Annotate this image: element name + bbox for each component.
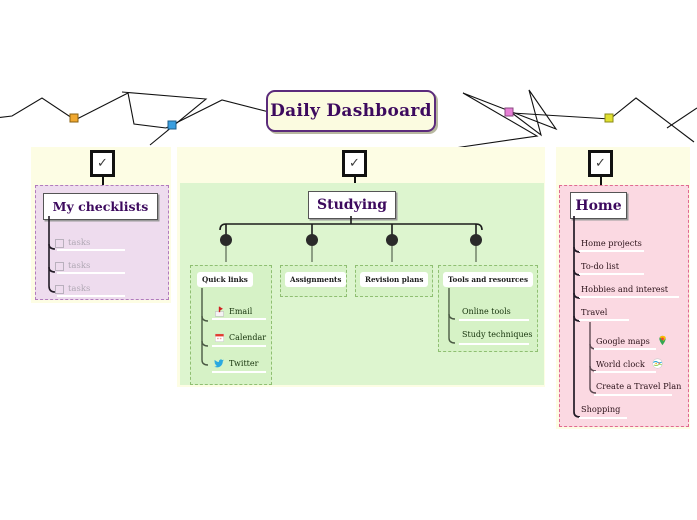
list-item-label: Twitter <box>229 359 259 368</box>
node-studying[interactable]: Studying <box>308 191 396 219</box>
list-item-label: World clock <box>596 358 645 369</box>
node-studying-label: Studying <box>317 197 387 213</box>
list-item-email[interactable]: Email <box>214 306 252 317</box>
list-item-to-do-list[interactable]: To-do list <box>581 261 619 271</box>
check-icon: ✓ <box>588 150 613 177</box>
list-item-create-a-travel-plan[interactable]: Create a Travel Plan <box>596 381 681 391</box>
checkbox-icon[interactable] <box>55 284 64 294</box>
list-item[interactable]: tasks <box>55 284 90 294</box>
list-item-calendar[interactable]: Calendar <box>214 332 266 343</box>
list-item-label: tasks <box>68 284 91 294</box>
list-item-world-clock[interactable]: World clock <box>596 358 663 369</box>
list-item-google-maps[interactable]: Google maps <box>596 335 668 346</box>
checkbox-pin-center[interactable]: ✓ <box>342 150 367 195</box>
map-pin-icon <box>659 335 666 346</box>
world-clock-icon <box>652 358 663 369</box>
page-title: Daily Dashboard <box>266 90 436 132</box>
list-item-label: tasks <box>68 238 91 248</box>
list-item-twitter[interactable]: Twitter <box>214 358 258 369</box>
check-icon: ✓ <box>90 150 115 177</box>
page-title-text: Daily Dashboard <box>270 101 432 121</box>
list-item-label: Travel <box>581 307 608 317</box>
list-item-label: Home projects <box>581 238 642 248</box>
node-quick-links-label: Quick links <box>202 275 248 284</box>
calendar-icon <box>215 333 224 342</box>
check-icon: ✓ <box>342 150 367 177</box>
list-item-hobbies-and-interest[interactable]: Hobbies and interest <box>581 284 668 294</box>
list-item-label: Online tools <box>462 307 511 316</box>
list-item-shopping[interactable]: Shopping <box>581 404 620 414</box>
list-item-study-techniques[interactable]: Study techniques <box>462 330 532 339</box>
node-revision-plans[interactable]: Revision plans <box>360 272 429 287</box>
list-item-label: tasks <box>68 261 91 271</box>
list-item[interactable]: tasks <box>55 238 90 248</box>
checkbox-icon[interactable] <box>55 238 64 248</box>
node-my-checklists-label: My checklists <box>52 199 149 214</box>
node-home-label: Home <box>575 197 622 214</box>
node-home[interactable]: Home <box>570 192 627 219</box>
node-my-checklists[interactable]: My checklists <box>43 193 158 220</box>
list-item-label: Hobbies and interest <box>581 284 669 294</box>
node-tools-and-resources[interactable]: Tools and resources <box>443 272 534 287</box>
list-item-travel[interactable]: Travel <box>581 307 607 317</box>
list-item-label: Google maps <box>596 335 650 346</box>
list-item-label: To-do list <box>581 261 620 271</box>
list-item[interactable]: tasks <box>55 261 90 271</box>
list-item-online-tools[interactable]: Online tools <box>462 307 511 316</box>
checkbox-icon[interactable] <box>55 261 64 271</box>
node-tools-and-resources-label: Tools and resources <box>448 275 529 284</box>
list-item-label: Shopping <box>581 404 621 414</box>
twitter-icon <box>214 359 224 368</box>
checkbox-pin-right[interactable]: ✓ <box>588 150 613 221</box>
node-revision-plans-label: Revision plans <box>365 275 424 284</box>
node-assignments[interactable]: Assignments <box>285 272 347 287</box>
list-item-label: Create a Travel Plan <box>596 381 682 391</box>
list-item-label: Study techniques <box>462 330 533 339</box>
node-assignments-label: Assignments <box>290 275 342 284</box>
list-item-label: Email <box>229 307 253 316</box>
email-icon <box>215 306 224 317</box>
node-quick-links[interactable]: Quick links <box>197 272 253 287</box>
region-home <box>559 185 689 427</box>
list-item-label: Calendar <box>229 333 267 342</box>
list-item-home-projects[interactable]: Home projects <box>581 238 642 248</box>
